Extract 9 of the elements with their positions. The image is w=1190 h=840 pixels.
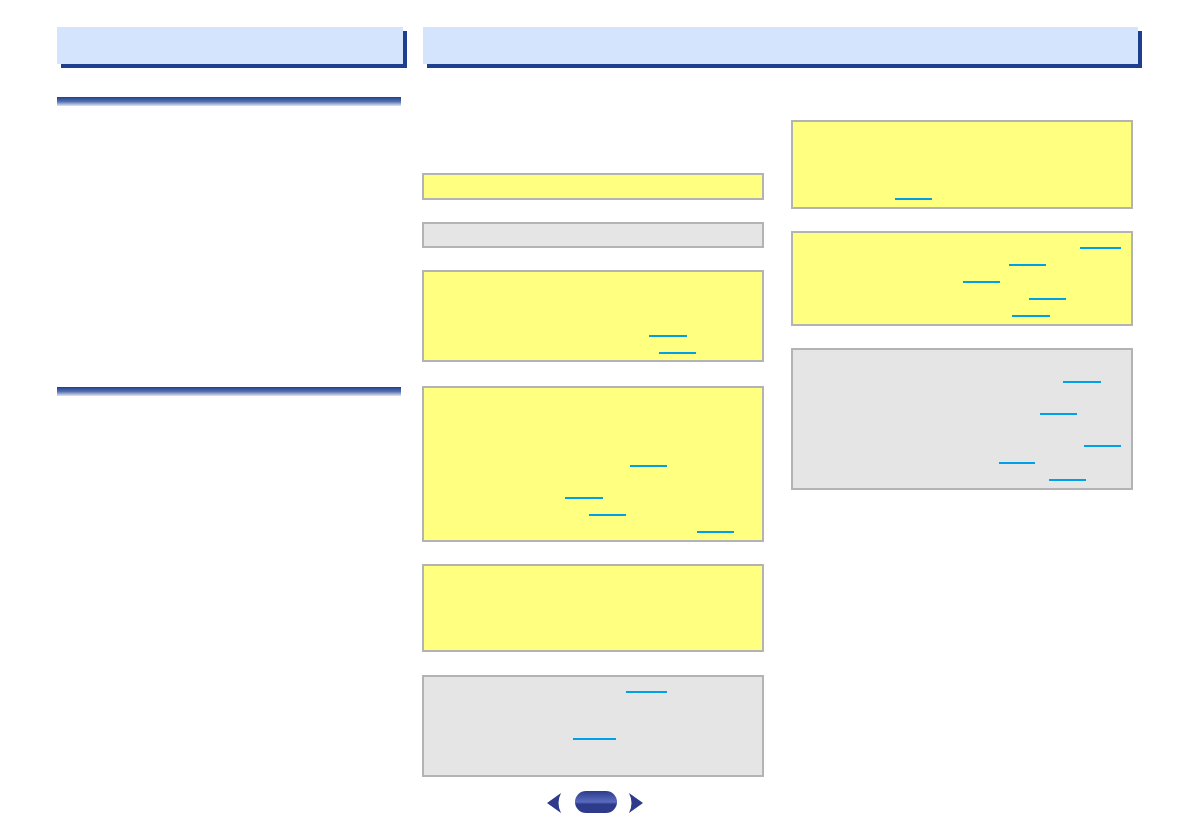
info-panel xyxy=(422,222,764,248)
note-panel xyxy=(422,270,764,362)
note-panel xyxy=(791,231,1133,326)
note-panel xyxy=(422,386,764,542)
note-panel xyxy=(422,564,764,652)
note-panel xyxy=(422,173,764,200)
info-panel xyxy=(791,348,1133,490)
note-panel xyxy=(791,120,1133,209)
info-panel xyxy=(422,675,764,777)
